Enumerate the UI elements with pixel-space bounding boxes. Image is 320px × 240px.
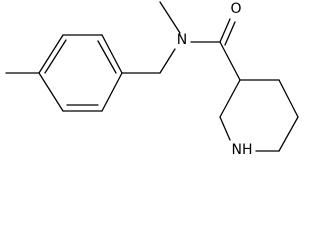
bond-carbonyl-2 — [224, 21, 236, 46]
ring-nitrogen-label: NH — [232, 142, 253, 154]
amide-nitrogen-label: N — [177, 32, 187, 48]
bond-ch2-to-n — [159, 48, 176, 74]
bond-ring-3-inner — [97, 40, 117, 74]
bond-ring-3 — [101, 34, 123, 74]
bond-group — [5, 1, 299, 152]
bond-pip-c5-c6 — [278, 116, 299, 152]
bond-ring-1-inner — [44, 39, 67, 74]
bond-ring-1 — [38, 34, 64, 74]
bond-n-methyl — [159, 1, 181, 34]
bond-carbonyl-to-c3 — [219, 41, 241, 81]
bond-ring-6 — [38, 72, 64, 112]
bond-ring-4 — [101, 72, 123, 112]
bond-carbonyl-1 — [219, 18, 231, 43]
molecule-structure-diagram: N O NH — [5, 1, 299, 154]
bond-pip-c2-c3 — [219, 79, 241, 118]
atom-label-group: N O NH — [177, 1, 253, 154]
bond-pip-n-c2 — [219, 116, 231, 141]
bond-pip-c4-c5 — [278, 79, 299, 118]
carbonyl-oxygen-label: O — [230, 1, 241, 17]
